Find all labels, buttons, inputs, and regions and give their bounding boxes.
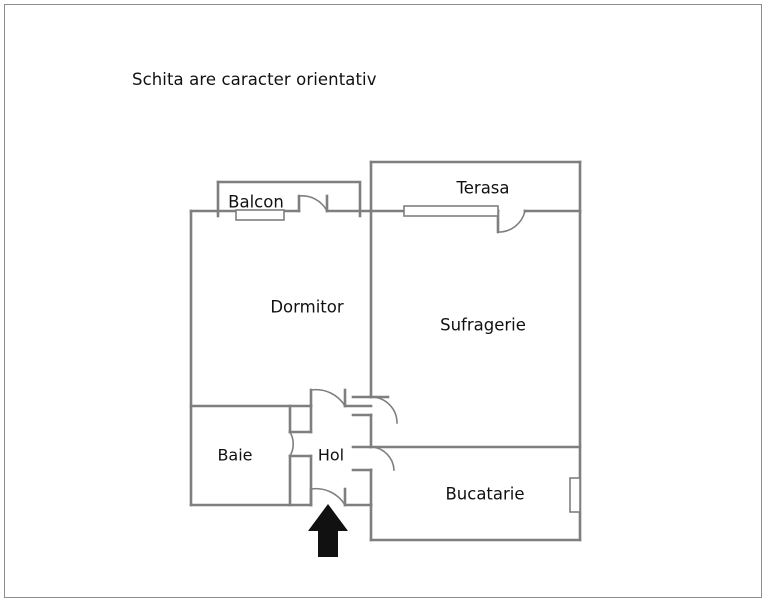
room-label-balcon: Balcon	[228, 193, 284, 212]
door-entrance	[309, 487, 347, 507]
room-label-dormitor: Dormitor	[270, 298, 344, 317]
door-baie	[288, 430, 294, 458]
room-label-sufragerie: Sufragerie	[440, 316, 526, 335]
room-label-hol: Hol	[318, 446, 344, 465]
interior-walls	[189, 209, 582, 507]
room-label-bucatarie: Bucatarie	[445, 485, 524, 504]
room-terasa-walls	[369, 160, 582, 213]
window-balcon	[235, 209, 285, 221]
room-label-terasa: Terasa	[455, 179, 509, 198]
window-bucatarie	[569, 477, 581, 513]
entrance-arrow-icon	[308, 504, 348, 557]
window-terasa	[403, 205, 499, 217]
door-dormitor	[309, 388, 347, 408]
door-terasa	[496, 209, 527, 234]
plan-caption: Schita are caracter orientativ	[132, 70, 377, 89]
room-label-baie: Baie	[217, 446, 252, 465]
door-sufragerie	[369, 395, 398, 424]
door-balcon	[297, 194, 329, 213]
door-bucatarie	[369, 446, 395, 472]
